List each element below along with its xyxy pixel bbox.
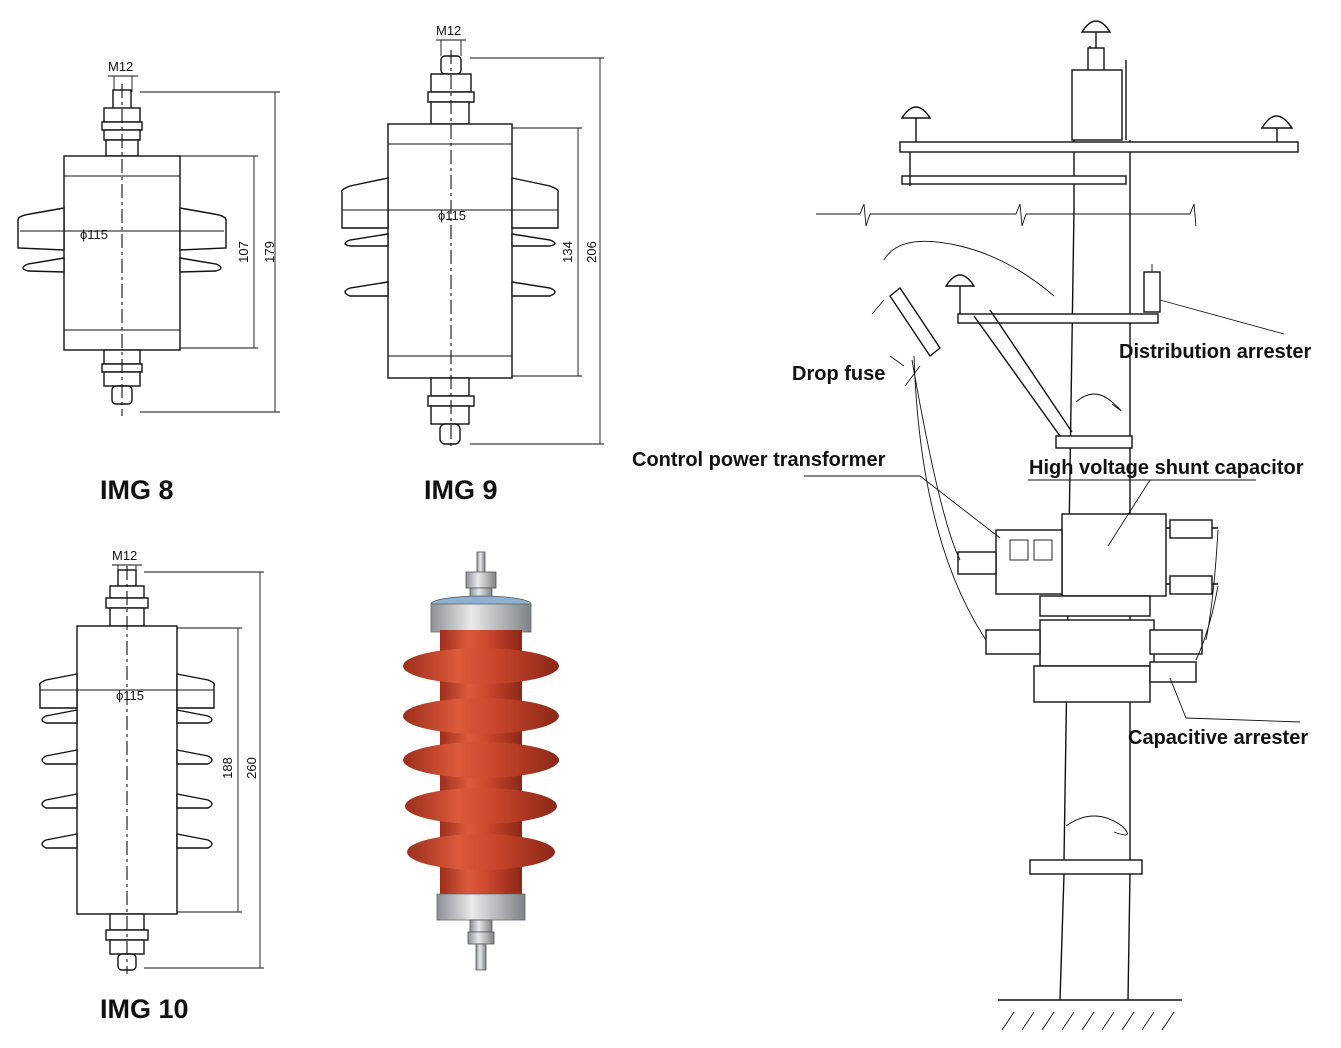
dim-206: 206 (584, 241, 599, 263)
label-capacitive-arrester: Capacitive arrester (1128, 727, 1308, 749)
housing-img9 (387, 123, 513, 379)
arrester-photo (403, 551, 559, 971)
caption-img8: IMG 8 (100, 475, 174, 505)
thread-label-img10: M12 (112, 548, 137, 563)
dim-107: 107 (236, 241, 251, 263)
label-high-voltage-shunt-capacitor: High voltage shunt capacitor (1029, 457, 1304, 479)
thread-label-img8: M12 (108, 59, 133, 74)
label-distribution-arrester: Distribution arrester (1119, 341, 1311, 363)
thread-label-img9: M12 (436, 23, 461, 38)
dim-179: 179 (262, 241, 277, 263)
dim-188: 188 (220, 757, 235, 779)
drawing-img-10: M12 ϕ115 188 260 IMG 10 (38, 548, 264, 1024)
dim-260: 260 (244, 757, 259, 779)
dim-134: 134 (560, 241, 575, 263)
drawing-img-9: M12 ϕ115 134 206 IMG 9 (340, 23, 604, 505)
caption-img10: IMG 10 (100, 994, 189, 1024)
label-control-power-transformer: Control power transformer (632, 449, 886, 471)
diameter-label-img9: ϕ115 (438, 208, 466, 223)
label-drop-fuse: Drop fuse (792, 363, 885, 385)
pole-installation-diagram: Drop fuse Distribution arrester Control … (632, 20, 1311, 1031)
caption-img9: IMG 9 (424, 475, 498, 505)
drawing-img-8: M12 ϕ115 107 179 IMG 8 (17, 59, 280, 505)
diameter-label-img8: ϕ115 (80, 227, 108, 242)
diameter-label-img10: ϕ115 (116, 688, 144, 703)
